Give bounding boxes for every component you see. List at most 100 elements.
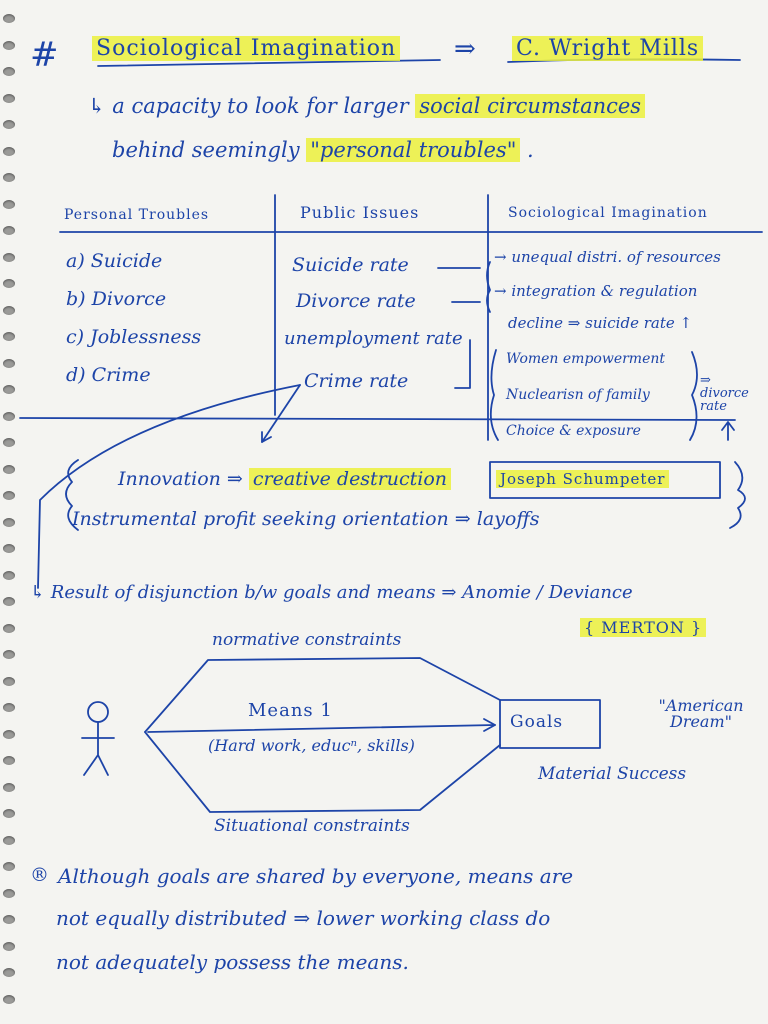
issue-item: Crime rate [304, 370, 409, 392]
up-arrow-marker [721, 421, 735, 441]
conclusion-line-1: Although goals are shared by everyone, m… [58, 864, 574, 888]
binding-hole [3, 783, 15, 792]
bullet-marker: ® [30, 864, 49, 886]
conclusion-line-3: not adequately possess the means. [56, 950, 409, 974]
sociological-item: Nuclearisn of family [506, 387, 650, 403]
spiral-binding-holes [0, 0, 22, 1024]
binding-hole [3, 597, 15, 606]
schumpeter-box [489, 461, 721, 499]
divorce-rate-note: ⇒ divorce rate [700, 373, 749, 414]
binding-hole [3, 173, 15, 182]
means-title: Means 1 [248, 700, 333, 721]
sociological-item: decline ⇒ suicide rate ↑ [508, 314, 693, 332]
binding-hole [3, 200, 15, 209]
binding-hole [3, 147, 15, 156]
merton-name: { MERTON } [580, 618, 707, 637]
binding-hole [3, 968, 15, 977]
goals-box [499, 699, 601, 749]
binding-hole [3, 624, 15, 633]
schumpeter-name: Joseph Schumpeter [496, 470, 670, 488]
binding-hole [3, 730, 15, 739]
binding-hole [3, 942, 15, 951]
binding-hole [3, 67, 15, 76]
issue-item: unemployment rate [284, 328, 463, 349]
binding-hole [3, 253, 15, 262]
issue-connectors [437, 267, 481, 389]
binding-hole [3, 412, 15, 421]
sociological-item: → integration & regulation [494, 282, 698, 300]
hexagon-bottom [144, 731, 501, 813]
innovation-line: Innovation ⇒ creative destruction [118, 468, 452, 490]
material-success-label: Material Success [538, 764, 687, 784]
arrow-line-2 [37, 384, 301, 589]
trouble-item: a) Suicide [66, 250, 163, 272]
situational-constraints: Situational constraints [214, 816, 410, 836]
title-underline [97, 59, 441, 67]
sociological-item: Choice & exposure [506, 423, 641, 439]
binding-hole [3, 862, 15, 871]
brace-sociological-3 [689, 351, 698, 441]
binding-hole [3, 809, 15, 818]
conclusion-line-2: not equally distributed ⇒ lower working … [56, 906, 551, 930]
sociological-item: → unequal distri. of resources [494, 248, 721, 266]
page-title: Sociological Imagination [92, 36, 401, 61]
definition-line-1: ↳ a capacity to look for larger social c… [88, 94, 646, 118]
binding-hole [3, 14, 15, 23]
goals-label: Goals [510, 712, 564, 732]
binding-hole [3, 279, 15, 288]
brace-left [65, 459, 79, 531]
binding-hole [3, 359, 15, 368]
stick-figure-body [81, 721, 115, 776]
title-arrow: ⇒ [454, 34, 476, 64]
issue-item: Suicide rate [292, 254, 409, 276]
means-detail: (Hard work, educⁿ, skills) [208, 736, 415, 755]
definition-line-2: behind seemingly "personal troubles" . [112, 138, 534, 162]
profit-line: Instrumental profit seeking orientation … [72, 508, 540, 530]
binding-hole [3, 491, 15, 500]
header-sociological-imagination: Sociological Imagination [508, 205, 708, 221]
binding-hole [3, 332, 15, 341]
hash-mark: # [30, 35, 60, 75]
brace-sociological-2 [489, 349, 499, 441]
trouble-item: c) Joblessness [66, 326, 202, 348]
binding-hole [3, 226, 15, 235]
american-dream-label: "American Dream" [658, 696, 744, 731]
binding-hole [3, 756, 15, 765]
header-personal-troubles: Personal Troubles [64, 207, 210, 223]
author-name: C. Wright Mills [512, 36, 704, 61]
binding-hole [3, 915, 15, 924]
binding-hole [3, 677, 15, 686]
binding-hole [3, 836, 15, 845]
sociological-item: Women empowerment [506, 351, 666, 367]
trouble-item: d) Crime [66, 364, 151, 386]
binding-hole [3, 571, 15, 580]
binding-hole [3, 41, 15, 50]
binding-hole [3, 120, 15, 129]
binding-hole [3, 94, 15, 103]
result-line: ↳ Result of disjunction b/w goals and me… [30, 582, 633, 603]
binding-hole [3, 544, 15, 553]
binding-hole [3, 306, 15, 315]
binding-hole [3, 889, 15, 898]
binding-hole [3, 518, 15, 527]
issue-item: Divorce rate [296, 290, 416, 312]
stick-figure-head [87, 701, 109, 723]
binding-hole [3, 703, 15, 712]
binding-hole [3, 465, 15, 474]
arrow-line-1 [261, 384, 301, 443]
header-public-issues: Public Issues [300, 203, 420, 222]
means-arrow [147, 724, 496, 733]
brace-sociological-1 [486, 261, 491, 313]
binding-hole [3, 650, 15, 659]
arrow-head-1 [261, 431, 272, 443]
binding-hole [3, 438, 15, 447]
hexagon-top [144, 657, 501, 733]
binding-hole [3, 385, 15, 394]
normative-constraints: normative constraints [212, 630, 402, 650]
binding-hole [3, 995, 15, 1004]
means-arrowhead [483, 718, 496, 732]
brace-right [729, 461, 746, 529]
trouble-item: b) Divorce [66, 288, 167, 310]
